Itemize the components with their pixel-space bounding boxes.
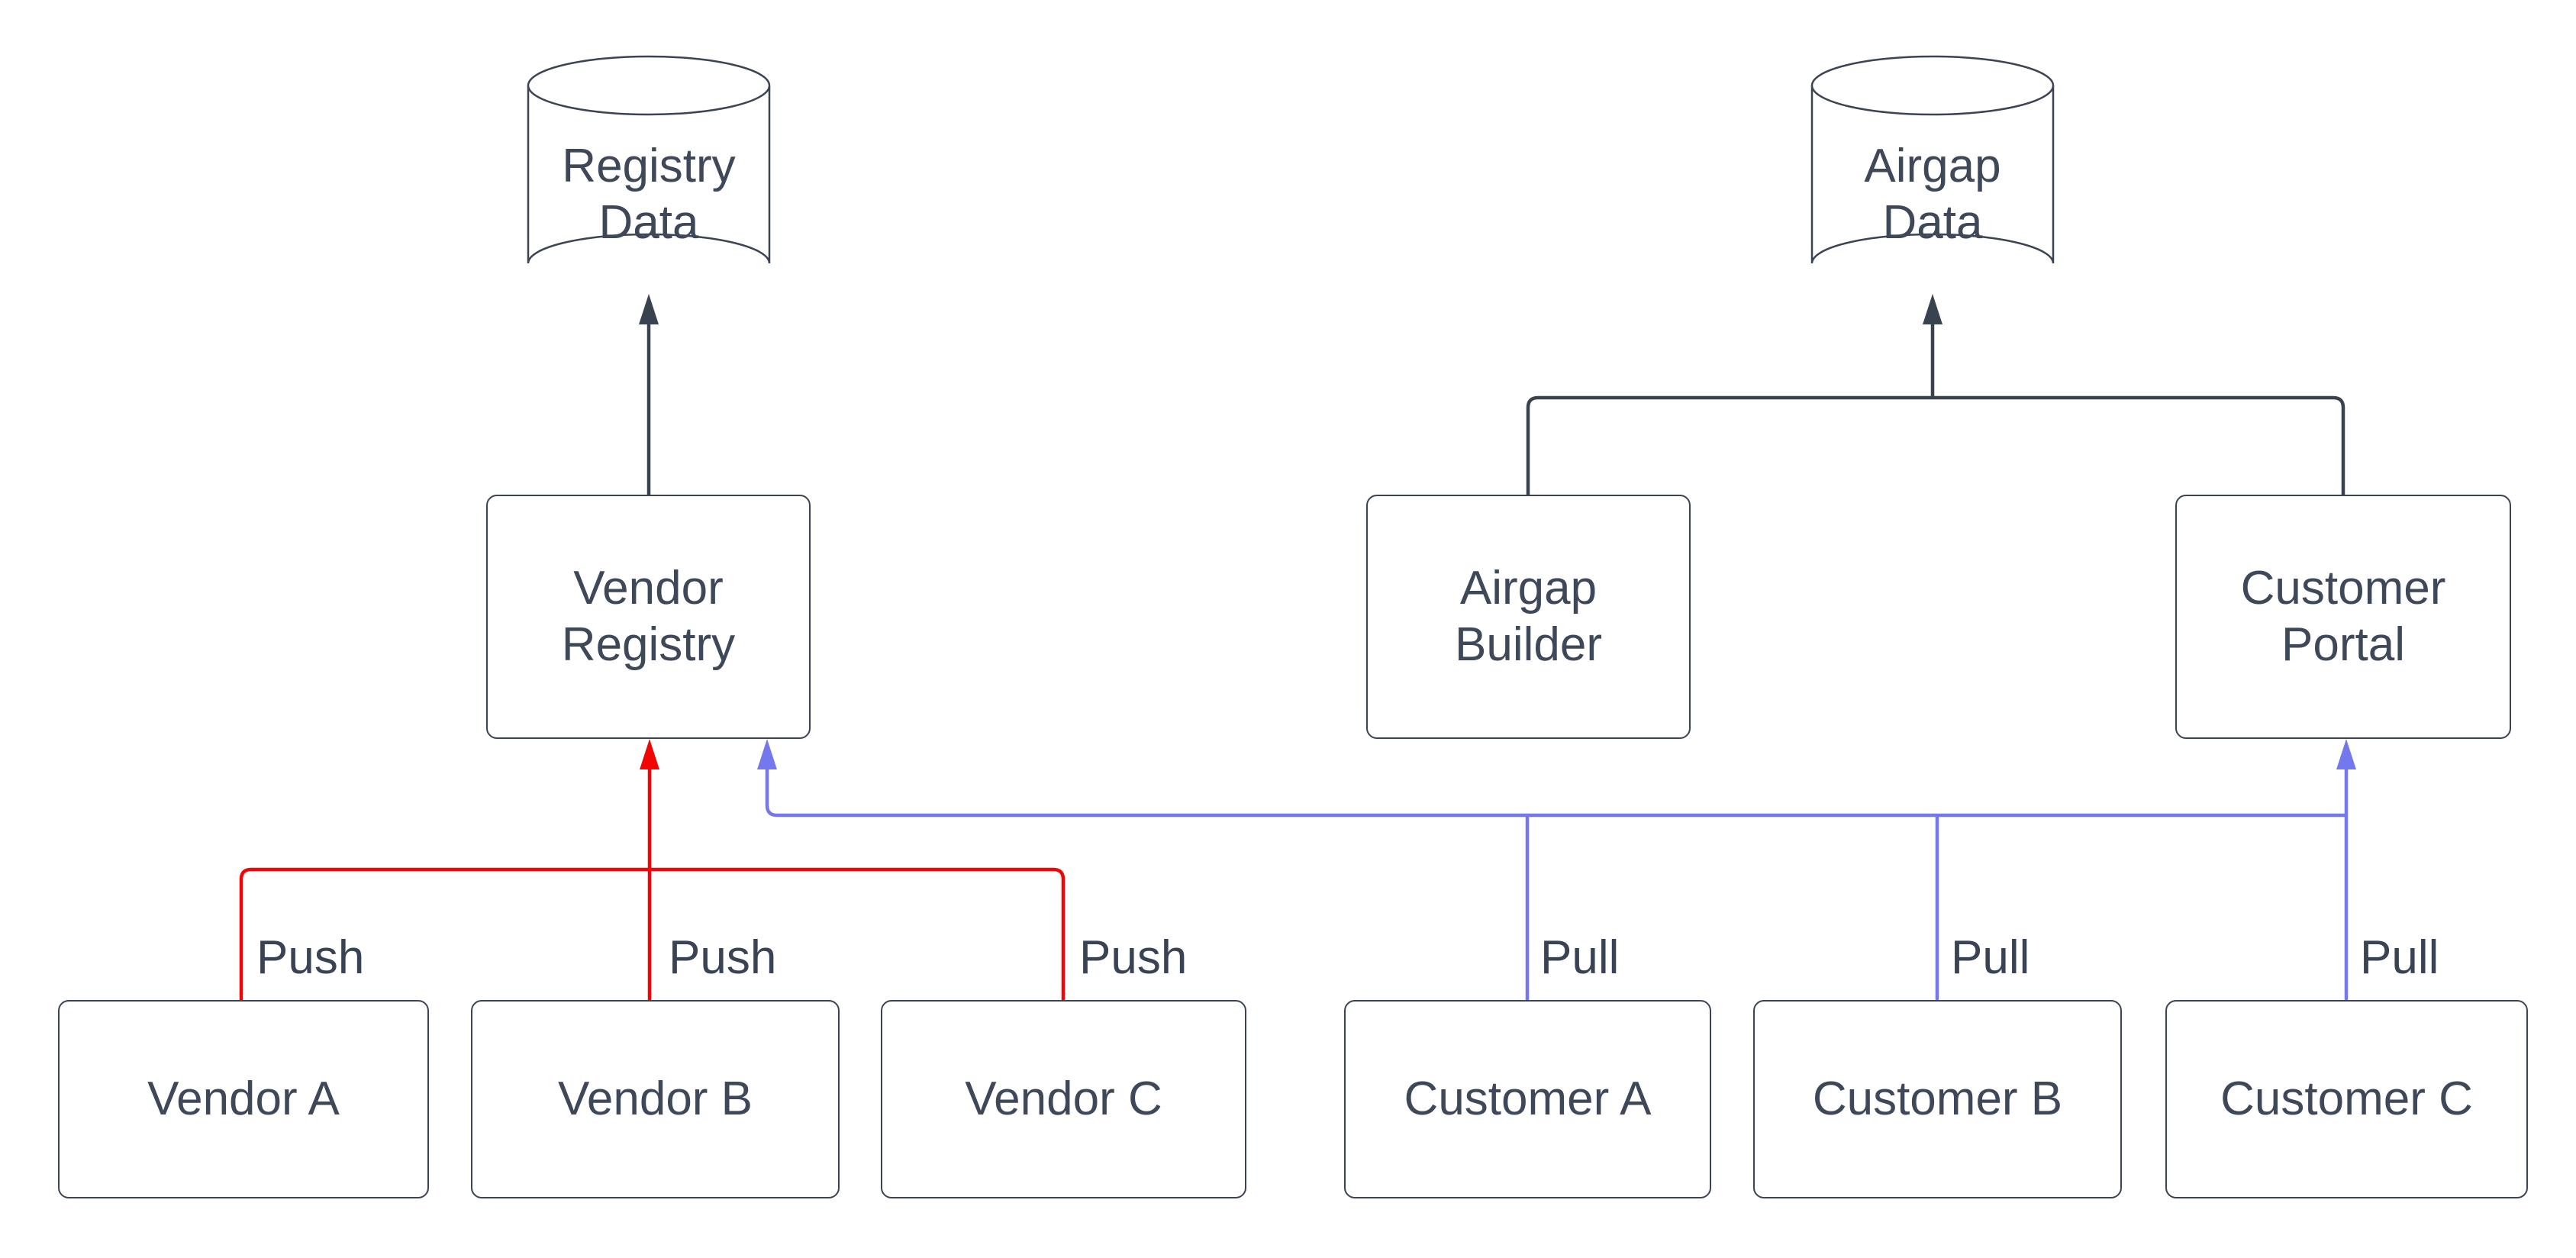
node-customer-a: Customer A bbox=[1344, 1000, 1711, 1198]
node-label: Customer C bbox=[2220, 1073, 2473, 1125]
edge-vendor-a-push bbox=[239, 867, 650, 1000]
edge-label-push-vendor-b: Push bbox=[669, 931, 777, 984]
node-vendor-registry: Vendor Registry bbox=[486, 495, 811, 739]
push-edges bbox=[239, 739, 1066, 1000]
node-vendor-a: Vendor A bbox=[58, 1000, 429, 1198]
dark-edges bbox=[639, 294, 2345, 495]
arrowhead-customer-portal-pull-icon bbox=[2336, 739, 2356, 769]
arrowhead-airgap-data-icon bbox=[1923, 294, 1942, 324]
arrowhead-vendor-registry-pull-icon bbox=[757, 739, 777, 769]
node-label: Vendor B bbox=[557, 1073, 753, 1125]
node-airgap-builder: Airgap Builder bbox=[1366, 495, 1691, 739]
node-label: Airgap Data bbox=[1864, 139, 2001, 249]
arrowhead-vendor-registry-push-icon bbox=[640, 739, 659, 769]
cylinder-shape-icon bbox=[527, 55, 771, 264]
cylinder-shape-icon bbox=[1810, 55, 2055, 264]
node-airgap-data: Airgap Data bbox=[1810, 55, 2055, 294]
node-label: Vendor A bbox=[147, 1073, 340, 1125]
arrowhead-registry-data-icon bbox=[639, 294, 659, 324]
edge-pull-bus-to-vendor-registry bbox=[765, 768, 2346, 818]
node-vendor-b: Vendor B bbox=[471, 1000, 840, 1198]
node-label: Vendor Registry bbox=[561, 562, 736, 671]
edge-customer-portal-to-junction bbox=[1933, 395, 2345, 495]
node-customer-portal: Customer Portal bbox=[2175, 495, 2511, 739]
edge-label-push-vendor-c: Push bbox=[1079, 931, 1188, 984]
node-vendor-c: Vendor C bbox=[881, 1000, 1246, 1198]
node-label: Airgap Builder bbox=[1455, 562, 1602, 671]
node-label: Vendor C bbox=[965, 1073, 1162, 1125]
edge-vendor-c-push bbox=[650, 867, 1066, 1000]
edge-airgap-builder-to-junction bbox=[1526, 395, 1933, 495]
edge-label-pull-customer-a: Pull bbox=[1540, 931, 1620, 984]
edge-label-pull-customer-c: Pull bbox=[2360, 931, 2439, 984]
node-registry-data: Registry Data bbox=[527, 55, 771, 294]
pull-edges bbox=[757, 739, 2356, 1000]
node-label: Registry Data bbox=[562, 139, 736, 249]
node-label: Customer A bbox=[1404, 1073, 1652, 1125]
node-label: Customer B bbox=[1812, 1073, 2063, 1125]
edge-label-push-vendor-a: Push bbox=[256, 931, 365, 984]
edge-label-pull-customer-b: Pull bbox=[1951, 931, 2030, 984]
node-customer-c: Customer C bbox=[2165, 1000, 2528, 1198]
node-label: Customer Portal bbox=[2240, 562, 2446, 671]
node-customer-b: Customer B bbox=[1753, 1000, 2122, 1198]
